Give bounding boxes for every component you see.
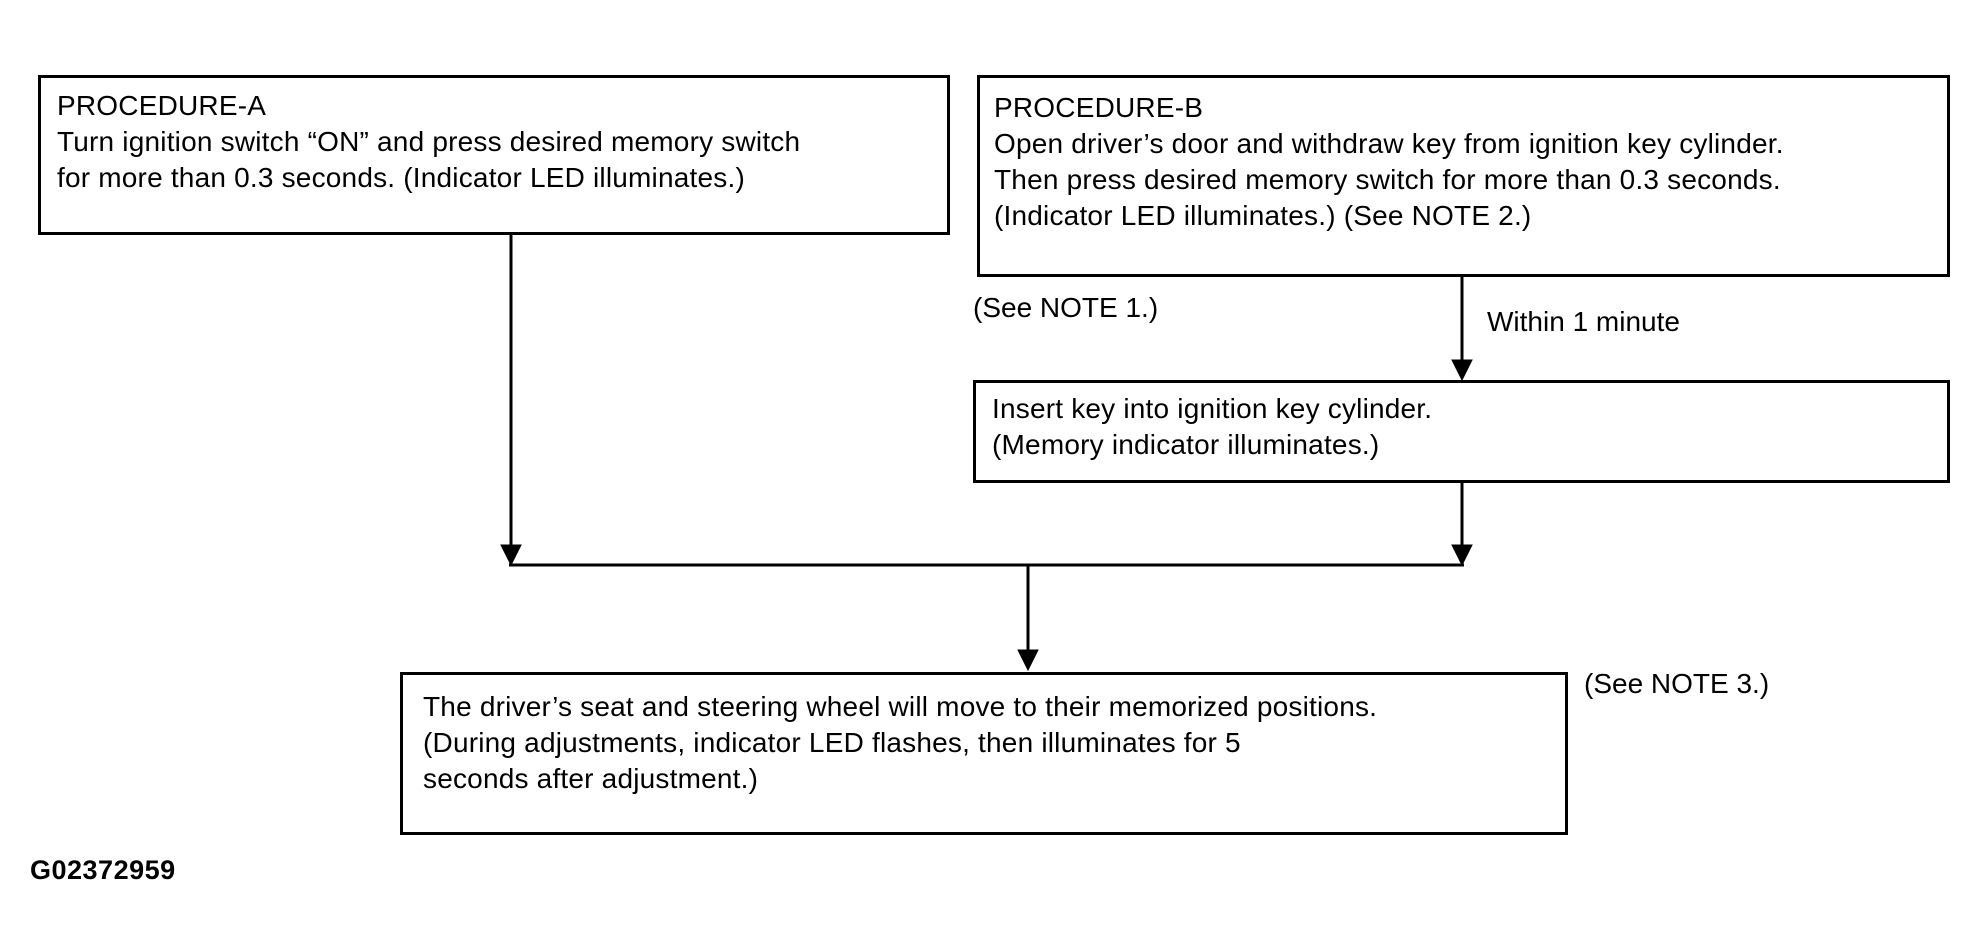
procedure-a-box: PROCEDURE-A Turn ignition switch “ON” an… — [38, 75, 950, 235]
procedure-b-title: PROCEDURE-B — [994, 92, 1204, 123]
arrow-procedure-a-down-head — [500, 544, 522, 567]
arrow-procedure-b-down-head — [1451, 359, 1473, 382]
insert-key-text-line1: Insert key into ignition key cylinder. — [992, 393, 1433, 424]
figure-id: G02372959 — [30, 855, 176, 885]
procedure-a-title: PROCEDURE-A — [57, 90, 267, 121]
within-1-minute-label: Within 1 minute — [1487, 306, 1680, 337]
procedure-a-text-line2: for more than 0.3 seconds. (Indicator LE… — [57, 162, 745, 193]
procedure-b-text-line2: Then press desired memory switch for mor… — [994, 164, 1781, 195]
arrow-merge-to-result-head — [1017, 649, 1039, 672]
result-box: The driver’s seat and steering wheel wil… — [400, 672, 1568, 835]
result-text-line1: The driver’s seat and steering wheel wil… — [423, 691, 1378, 722]
insert-key-text-line2: (Memory indicator illuminates.) — [992, 429, 1380, 460]
procedure-b-text-line1: Open driver’s door and withdraw key from… — [994, 128, 1784, 159]
see-note-1-label: (See NOTE 1.) — [973, 292, 1159, 323]
procedure-a-text-line1: Turn ignition switch “ON” and press desi… — [57, 126, 801, 157]
result-text-line3: seconds after adjustment.) — [423, 763, 759, 794]
result-text-line2: (During adjustments, indicator LED flash… — [423, 727, 1241, 758]
procedure-b-text-line3: (Indicator LED illuminates.) (See NOTE 2… — [994, 200, 1532, 231]
procedure-b-box: PROCEDURE-B Open driver’s door and withd… — [977, 75, 1950, 277]
arrow-insert-key-down-head — [1451, 544, 1473, 567]
see-note-3-label: (See NOTE 3.) — [1584, 668, 1770, 699]
insert-key-box: Insert key into ignition key cylinder. (… — [973, 380, 1950, 483]
